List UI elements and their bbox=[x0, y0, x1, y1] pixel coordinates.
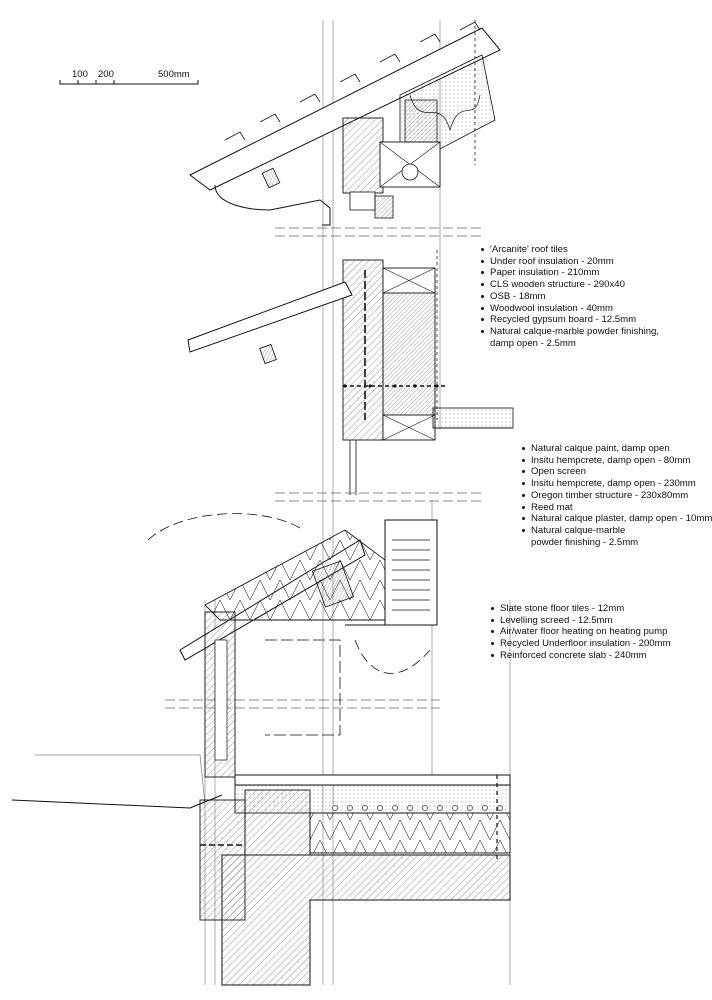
annotation-item: OSB - 18mm bbox=[481, 291, 659, 303]
annotation-item: Reinforced concrete slab - 240mm bbox=[491, 650, 671, 662]
bay-window bbox=[147, 513, 438, 778]
annotation-item: Reed mat bbox=[522, 502, 712, 514]
roof-annotations: 'Arcanite' roof tiles Under roof insulat… bbox=[481, 244, 659, 349]
wall-annotations: Natural calque paint, damp open Insitu h… bbox=[522, 443, 712, 548]
annotation-item: Oregon timber structure - 230x80mm bbox=[522, 490, 712, 502]
annotation-item: Slate stone floor tiles - 12mm bbox=[491, 603, 671, 615]
annotation-item: 'Arcanite' roof tiles bbox=[481, 244, 659, 256]
annotation-item: Open screen bbox=[522, 466, 712, 478]
scale-label-100: 100 bbox=[72, 69, 88, 80]
upper-wall bbox=[342, 259, 514, 495]
scale-label-500: 500mm bbox=[158, 69, 190, 80]
middle-roof bbox=[187, 281, 353, 365]
annotation-item: Natural calque paint, damp open bbox=[522, 443, 712, 455]
annotation-item: Insitu hempcrete, damp open - 230mm bbox=[522, 478, 712, 490]
annotation-item: Recycled gypsum board - 12.5mm bbox=[481, 314, 659, 326]
ground-floor bbox=[11, 754, 511, 986]
annotation-item: Insitu hempcrete, damp open - 80mm bbox=[522, 455, 712, 467]
leader-lines bbox=[436, 20, 476, 420]
annotation-item: Natural calque-marble powder finishing,d… bbox=[481, 326, 659, 349]
annotation-item: Woodwool insulation - 40mm bbox=[481, 303, 659, 315]
annotation-item: Natural calque plaster, damp open - 10mm bbox=[522, 513, 712, 525]
floor-annotations: Slate stone floor tiles - 12mm Levelling… bbox=[491, 603, 671, 662]
annotation-item: Recycled Underfloor insulation - 200mm bbox=[491, 638, 671, 650]
annotation-item: Paper insulation - 210mm bbox=[481, 267, 659, 279]
annotation-item: CLS wooden structure - 290x40 bbox=[481, 279, 659, 291]
scale-bar: 100 200 500mm bbox=[59, 69, 199, 85]
annotation-item: Air/water floor heating on heating pump bbox=[491, 626, 671, 638]
upper-roof bbox=[189, 21, 501, 226]
annotation-item: Levelling screed - 12.5mm bbox=[491, 615, 671, 627]
annotation-item: Under roof insulation - 20mm bbox=[481, 256, 659, 268]
scale-label-200: 200 bbox=[98, 69, 114, 80]
